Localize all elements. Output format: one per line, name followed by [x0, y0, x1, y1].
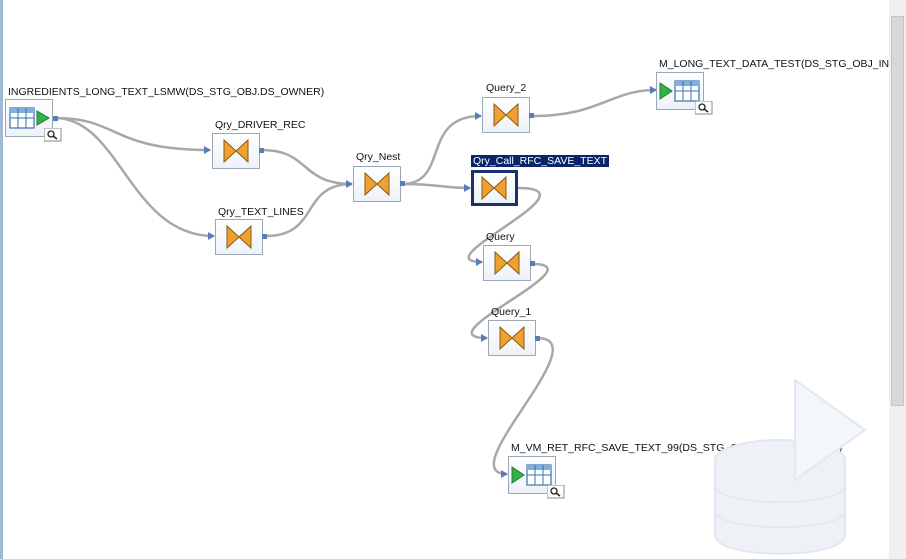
node-label: Query_1	[491, 306, 532, 318]
database-watermark-icon	[714, 378, 867, 555]
node-label: INGREDIENTS_LONG_TEXT_LSMW(DS_STG_OBJ.DS…	[8, 86, 325, 98]
output-port[interactable]	[529, 113, 534, 118]
magnifier-icon[interactable]	[44, 128, 62, 142]
query-box[interactable]	[353, 166, 401, 202]
target-table-icon	[659, 80, 700, 102]
output-port[interactable]	[535, 336, 540, 341]
arrow-lines	[208, 232, 215, 240]
arrow-q1	[481, 334, 488, 342]
query-transform-icon	[481, 175, 507, 201]
query-box[interactable]	[483, 245, 531, 281]
target-table-box[interactable]	[508, 456, 556, 494]
canvas-left-border	[0, 0, 3, 559]
link-q1-tgt2	[492, 336, 554, 476]
output-port[interactable]	[262, 234, 267, 239]
magnifier-icon[interactable]	[547, 485, 565, 499]
query-box[interactable]	[215, 219, 263, 255]
arrow-tgt2	[501, 470, 508, 478]
source-table-box[interactable]	[5, 99, 53, 137]
arrow-tgt1	[650, 86, 657, 94]
query-box[interactable]	[212, 133, 260, 169]
output-port[interactable]	[400, 181, 405, 186]
arrow-q	[476, 258, 483, 266]
query-box[interactable]	[482, 97, 530, 133]
query-transform-icon	[494, 250, 520, 276]
output-port[interactable]	[53, 116, 58, 121]
query-transform-icon	[493, 102, 519, 128]
link-driver-nest	[261, 148, 353, 186]
output-port[interactable]	[259, 148, 264, 153]
node-label: Qry_Nest	[356, 151, 401, 163]
arrow-nest	[346, 180, 353, 188]
output-port[interactable]	[530, 261, 535, 266]
node-label: Qry_TEXT_LINES	[218, 206, 304, 218]
link-nest-q2	[401, 114, 482, 186]
link-lines-nest	[265, 182, 353, 238]
node-label: Query_2	[486, 82, 527, 94]
arrow-q2	[475, 112, 482, 120]
node-label-selected: Qry_Call_RFC_SAVE_TEXT	[471, 155, 610, 167]
arrow-driver	[204, 146, 211, 154]
node-label: Query	[486, 231, 515, 243]
query-box[interactable]	[488, 320, 536, 356]
query-transform-icon	[364, 171, 390, 197]
node-label: M_LONG_TEXT_DATA_TEST(DS_STG_OBJ_INIT	[659, 58, 889, 70]
link-q-q1	[470, 262, 549, 340]
link-q2-tgt1	[532, 88, 657, 118]
link-src-driver	[54, 116, 211, 152]
arrow-rfc	[464, 184, 471, 192]
magnifier-icon[interactable]	[695, 101, 713, 115]
link-nest-rfc	[401, 182, 471, 190]
node-label: Qry_DRIVER_REC	[215, 119, 306, 131]
query-transform-icon	[223, 138, 249, 164]
query-transform-icon	[499, 325, 525, 351]
query-transform-icon	[226, 224, 252, 250]
link-src-lines	[54, 116, 215, 238]
link-rfc-q	[467, 186, 541, 264]
target-table-box[interactable]	[656, 72, 704, 110]
query-box-selected[interactable]	[471, 170, 518, 206]
target-table-icon	[511, 464, 552, 486]
scrollbar-thumb[interactable]	[891, 16, 904, 406]
source-table-icon	[9, 107, 50, 129]
